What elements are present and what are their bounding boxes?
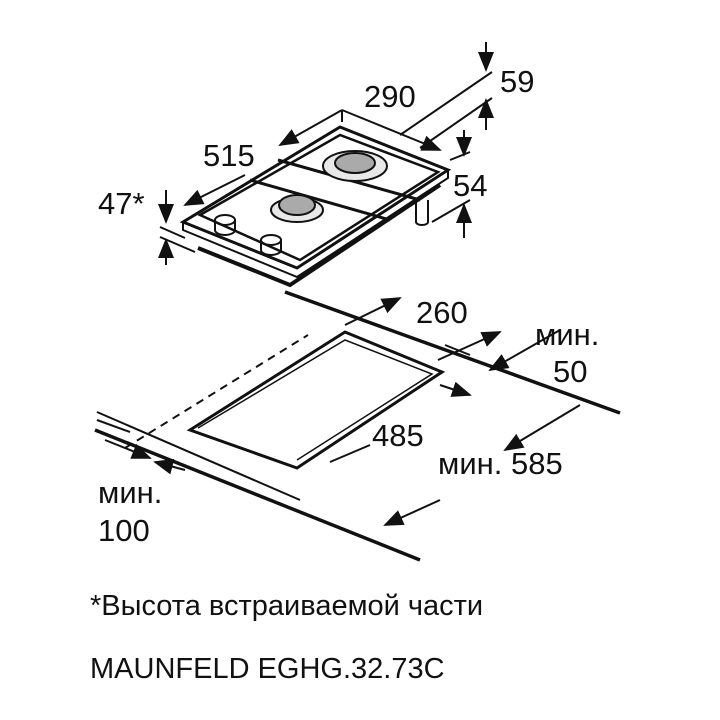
dim-54: 54 — [453, 168, 487, 203]
dim-485: 485 — [372, 418, 424, 453]
countertop-drawing — [94, 290, 621, 562]
dimension-lines — [158, 42, 494, 265]
model-name: MAUNFELD EGHG.32.73C — [90, 653, 445, 685]
dim-min-back-value: 50 — [553, 354, 587, 389]
dim-min-side-value: 100 — [98, 513, 150, 548]
dim-515: 515 — [203, 138, 255, 173]
dim-min-back-label: мин. — [535, 317, 599, 352]
dim-260: 260 — [416, 295, 468, 330]
dim-min-side-label: мин. — [98, 475, 162, 510]
dim-290: 290 — [364, 79, 416, 114]
dim-47: 47* — [98, 186, 145, 221]
footnote: *Высота встраиваемой части — [90, 590, 484, 622]
dim-min-585: мин. 585 — [438, 446, 563, 481]
dim-59: 59 — [500, 64, 534, 99]
hob-drawing — [179, 125, 452, 288]
